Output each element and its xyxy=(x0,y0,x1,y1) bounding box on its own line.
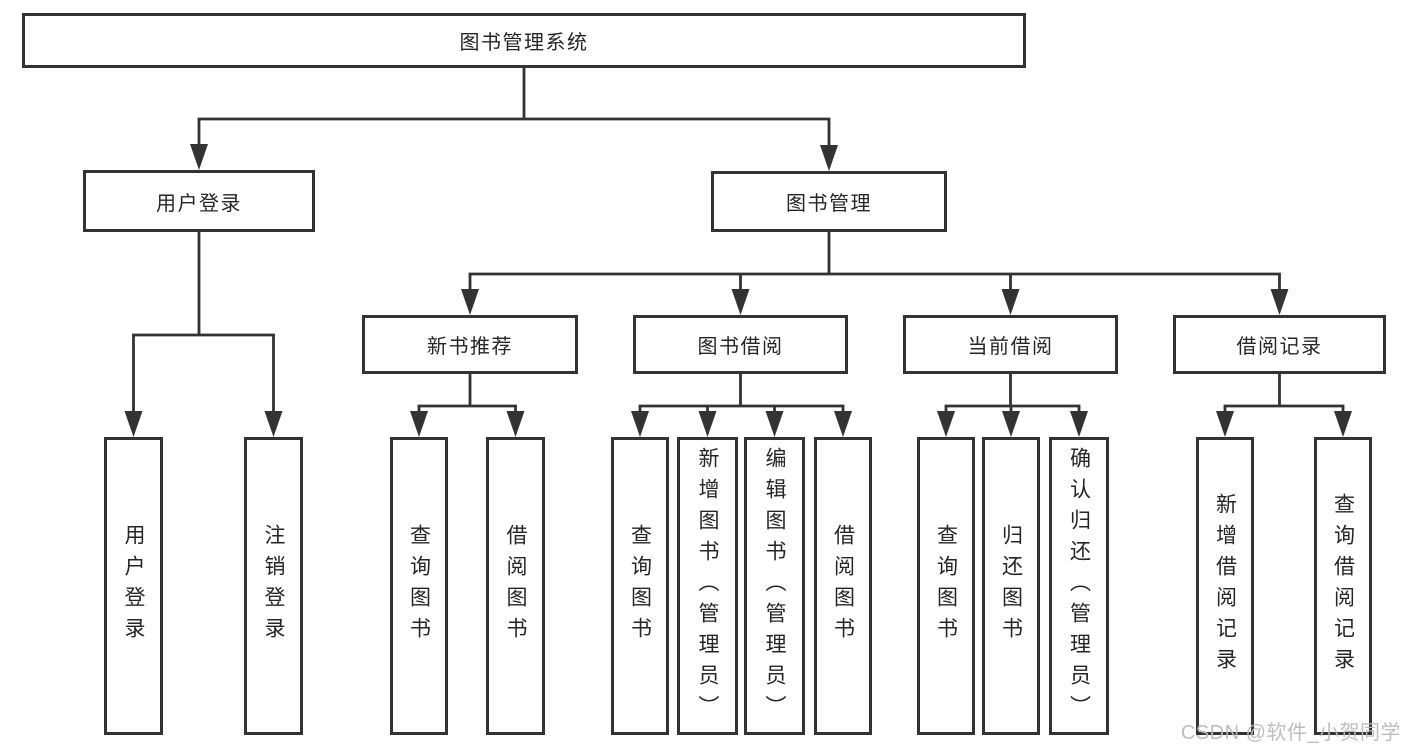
node-label: 归还图书 xyxy=(999,524,1023,648)
leaf-confirm-return-admin: 确认归还（管理员） xyxy=(1049,437,1109,735)
leaf-add-books-admin: 新增图书（管理员） xyxy=(677,437,738,735)
node-label: 借阅图书 xyxy=(831,524,855,648)
node-label: 图书借阅 xyxy=(697,336,784,358)
node-user-login: 用户登录 xyxy=(83,170,315,232)
node-label: 借阅图书 xyxy=(504,524,527,648)
leaf-edit-books-admin: 编辑图书（管理员） xyxy=(744,437,805,735)
node-label: 借阅记录 xyxy=(1236,336,1323,358)
node-borrowing-records: 借阅记录 xyxy=(1173,315,1386,374)
leaf-return-books: 归还图书 xyxy=(982,437,1040,735)
leaf-logout: 注销登录 xyxy=(244,437,303,735)
node-label: 当前借阅 xyxy=(967,336,1054,358)
leaf-borrow-books: 借阅图书 xyxy=(486,437,545,735)
leaf-query-books: 查询图书 xyxy=(611,437,669,735)
leaf-add-borrow-record: 新增借阅记录 xyxy=(1196,437,1254,735)
node-label: 查询图书 xyxy=(628,524,652,648)
leaf-query-borrow-record: 查询借阅记录 xyxy=(1314,437,1372,735)
node-library-management-system: 图书管理系统 xyxy=(22,13,1026,68)
node-label: 用户登录 xyxy=(156,192,242,215)
node-current-borrowing: 当前借阅 xyxy=(903,315,1118,374)
csdn-watermark: CSDN @软件_小贺同学 xyxy=(1180,722,1401,744)
node-label: 确认归还（管理员） xyxy=(1067,446,1091,726)
leaf-query-books: 查询图书 xyxy=(390,437,448,735)
node-label: 新书推荐 xyxy=(427,336,513,358)
node-label: 新增图书（管理员） xyxy=(696,446,719,726)
leaf-query-books: 查询图书 xyxy=(917,437,975,735)
node-book-management: 图书管理 xyxy=(711,171,947,232)
node-label: 编辑图书（管理员） xyxy=(763,446,786,726)
node-book-borrowing: 图书借阅 xyxy=(633,315,848,374)
node-label: 图书管理 xyxy=(786,193,872,215)
node-label: 查询图书 xyxy=(407,524,431,648)
node-label: 新增借阅记录 xyxy=(1213,493,1237,679)
node-label: 查询借阅记录 xyxy=(1331,493,1355,679)
leaf-borrow-books: 借阅图书 xyxy=(814,437,872,735)
node-new-book-recommend: 新书推荐 xyxy=(362,315,578,374)
leaf-user-login: 用户登录 xyxy=(104,437,163,735)
node-label: 用户登录 xyxy=(122,524,145,648)
node-label: 图书管理系统 xyxy=(459,32,589,54)
node-label: 注销登录 xyxy=(262,524,285,648)
node-label: 查询图书 xyxy=(934,524,958,648)
